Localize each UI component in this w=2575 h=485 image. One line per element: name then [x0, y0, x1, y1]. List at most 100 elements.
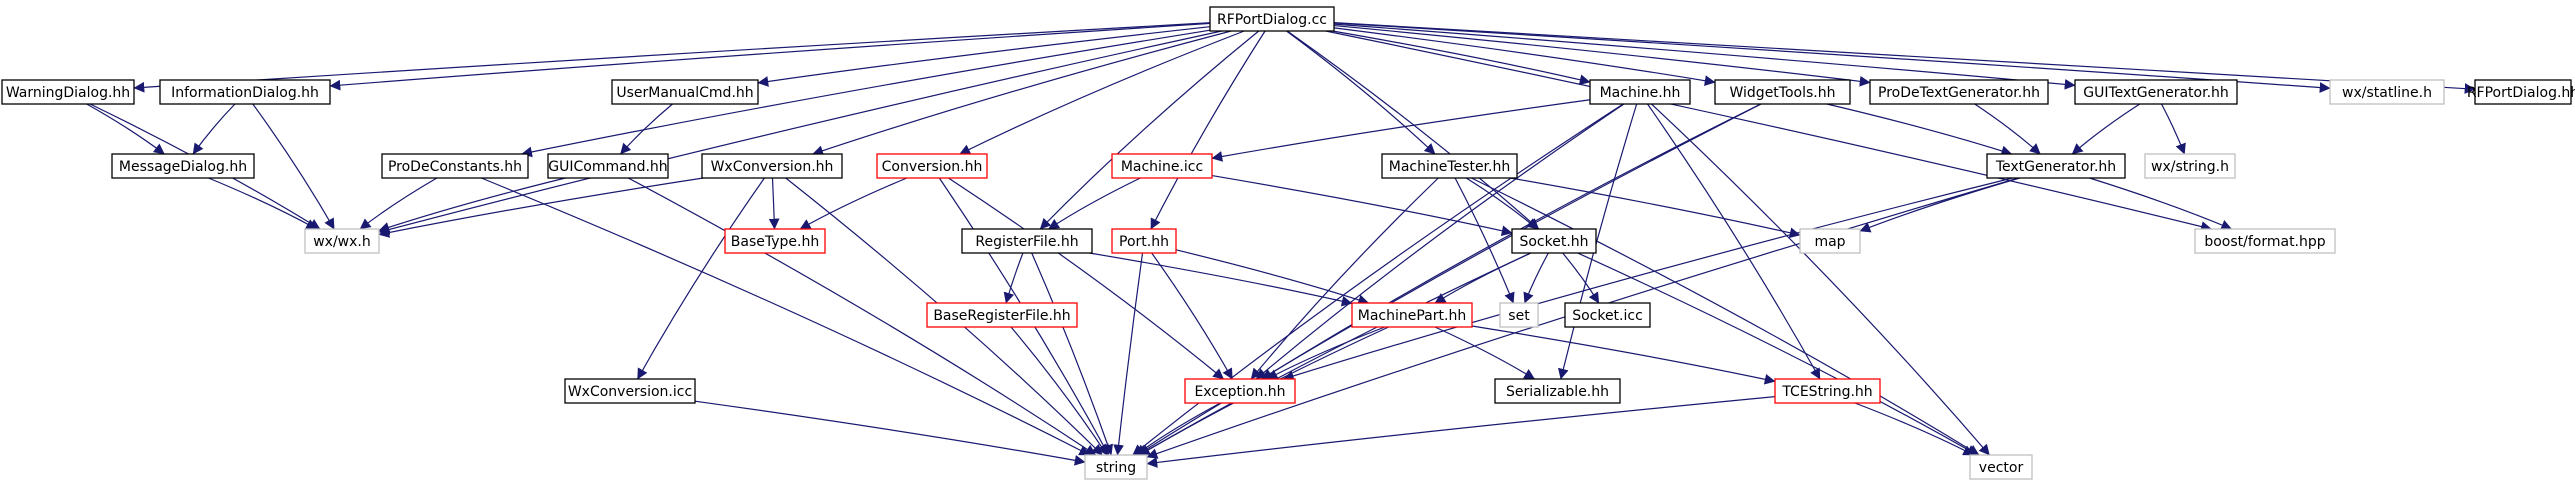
edge-port-hh-to-string	[1113, 252, 1144, 456]
node-string: string	[1084, 454, 1148, 480]
edge-socket-hh-to-vector	[1577, 252, 1978, 456]
node-box	[564, 378, 696, 404]
edge-tcestring-to-string	[1146, 396, 1776, 468]
node-label: WxConversion.icc	[568, 384, 692, 400]
edge-machinetester-to-socket-hh	[1465, 177, 1538, 230]
node-label: UserManualCmd.hh	[616, 85, 753, 101]
node-exception-hh[interactable]: Exception.hh	[1184, 378, 1296, 404]
edge-rfportdialog-cc-to-informationdialog	[329, 22, 1211, 91]
node-socket-icc[interactable]: Socket.icc	[1564, 302, 1651, 328]
node-label: wx/string.h	[2151, 159, 2229, 175]
node-label: GUICommand.hh	[548, 159, 667, 175]
node-label: BaseRegisterFile.hh	[933, 308, 1070, 324]
node-wxconversion-icc[interactable]: WxConversion.icc	[564, 378, 696, 404]
edge-textgenerator-to-boost-format	[2089, 177, 2233, 230]
node-box	[1714, 79, 1851, 105]
node-label: map	[1814, 234, 1845, 250]
edge-machine-hh-to-string	[1132, 103, 1624, 456]
node-box	[1494, 378, 1621, 404]
node-box	[2474, 79, 2572, 105]
node-wx-wx: wx/wx.h	[304, 228, 380, 254]
edge-rfportdialog-cc-to-wxconversion-hh	[812, 30, 1232, 156]
node-machine-icc[interactable]: Machine.icc	[1111, 153, 1213, 179]
edge-textgenerator-to-map	[1859, 177, 2021, 233]
edge-machinepart-to-serializable	[1434, 326, 1535, 380]
edge-rfportdialog-cc-to-guitextgenerator	[1333, 23, 2076, 90]
node-box	[1589, 79, 1691, 105]
edge-machinetester-to-set	[1454, 177, 1515, 304]
node-box	[926, 302, 1078, 328]
node-label: BaseType.hh	[731, 234, 819, 250]
node-label: InformationDialog.hh	[171, 85, 319, 101]
node-box	[701, 153, 843, 179]
node-machinetester[interactable]: MachineTester.hh	[1381, 153, 1518, 179]
edge-registerfile-to-machinepart	[1089, 252, 1353, 307]
node-serializable[interactable]: Serializable.hh	[1494, 378, 1621, 404]
edge-rfportdialog-cc-to-wx-wx	[378, 30, 1222, 235]
edge-machine-hh-to-tcestring	[1647, 103, 1821, 380]
node-socket-hh[interactable]: Socket.hh	[1511, 228, 1597, 254]
node-box	[2194, 228, 2336, 254]
edge-prodetextgenerator-to-textgenerator	[1974, 103, 2041, 155]
node-registerfile[interactable]: RegisterFile.hh	[961, 228, 1093, 254]
node-warningdialog[interactable]: WarningDialog.hh	[1, 79, 135, 105]
edge-textgenerator-to-string	[1146, 177, 2019, 459]
node-baseregisterfile[interactable]: BaseRegisterFile.hh	[926, 302, 1078, 328]
edge-rfportdialog-cc-to-socket-hh	[1286, 30, 1540, 230]
node-guicommand[interactable]: GUICommand.hh	[547, 153, 669, 179]
node-box	[1209, 6, 1335, 32]
edge-rfportdialog-cc-to-widgettools	[1333, 27, 1716, 87]
node-label: set	[1508, 308, 1530, 324]
edge-rfportdialog-cc-to-wx-statline	[1333, 22, 2331, 93]
edge-conversion-hh-to-exception-hh	[948, 177, 1224, 380]
node-label: WidgetTools.hh	[1730, 85, 1836, 101]
node-port-hh[interactable]: Port.hh	[1111, 228, 1177, 254]
node-guitextgenerator[interactable]: GUITextGenerator.hh	[2074, 79, 2238, 105]
node-basetype[interactable]: BaseType.hh	[724, 228, 826, 254]
node-box	[547, 153, 669, 179]
edge-rfportdialog-cc-to-rfportdialog-hh	[1333, 22, 2476, 94]
edge-rfportdialog-cc-to-conversion-hh	[959, 30, 1245, 155]
node-box	[1499, 302, 1539, 328]
node-prodetextgenerator[interactable]: ProDeTextGenerator.hh	[1869, 79, 2049, 105]
node-rfportdialog-hh[interactable]: RFPortDialog.hh	[2467, 79, 2575, 105]
edge-rfportdialog-cc-to-boost-format	[1325, 30, 2212, 232]
edge-machinetester-to-vector	[1471, 177, 1980, 456]
node-widgettools[interactable]: WidgetTools.hh	[1714, 79, 1851, 105]
node-box	[1869, 79, 2049, 105]
edge-informationdialog-to-messagedialog	[192, 103, 236, 155]
node-usermanualcmd[interactable]: UserManualCmd.hh	[611, 79, 759, 105]
node-box	[611, 79, 759, 105]
edge-socket-hh-to-socket-icc	[1562, 252, 1600, 304]
node-label: WarningDialog.hh	[6, 85, 130, 101]
edge-rfportdialog-cc-to-prodeconstants	[521, 29, 1211, 158]
node-label: boost/format.hpp	[2204, 234, 2325, 250]
node-tcestring[interactable]: TCEString.hh	[1774, 378, 1881, 404]
node-label: RFPortDialog.cc	[1217, 12, 1327, 28]
node-conversion-hh[interactable]: Conversion.hh	[876, 153, 988, 179]
node-rfportdialog-cc[interactable]: RFPortDialog.cc	[1209, 6, 1335, 32]
node-wxconversion-hh[interactable]: WxConversion.hh	[701, 153, 843, 179]
edge-machinetester-to-map	[1510, 177, 1801, 239]
node-label: Port.hh	[1119, 234, 1169, 250]
node-box	[2329, 79, 2445, 105]
node-machine-hh[interactable]: Machine.hh	[1589, 79, 1691, 105]
node-textgenerator[interactable]: TextGenerator.hh	[1986, 153, 2126, 179]
node-messagedialog[interactable]: MessageDialog.hh	[111, 153, 255, 179]
node-prodeconstants[interactable]: ProDeConstants.hh	[381, 153, 529, 179]
node-box	[1564, 302, 1651, 328]
node-informationdialog[interactable]: InformationDialog.hh	[159, 79, 331, 105]
edge-baseregisterfile-to-string	[1010, 326, 1108, 456]
node-machinepart[interactable]: MachinePart.hh	[1351, 302, 1473, 328]
node-set: set	[1499, 302, 1539, 328]
node-label: Machine.icc	[1121, 159, 1203, 175]
node-box	[1799, 228, 1861, 254]
node-box	[1184, 378, 1296, 404]
node-box	[724, 228, 826, 254]
edge-machinepart-to-tcestring	[1471, 325, 1776, 385]
edge-registerfile-to-baseregisterfile	[1003, 252, 1024, 304]
edge-machine-icc-to-socket-hh	[1211, 174, 1513, 237]
node-box	[2144, 153, 2236, 179]
node-box	[159, 79, 331, 105]
